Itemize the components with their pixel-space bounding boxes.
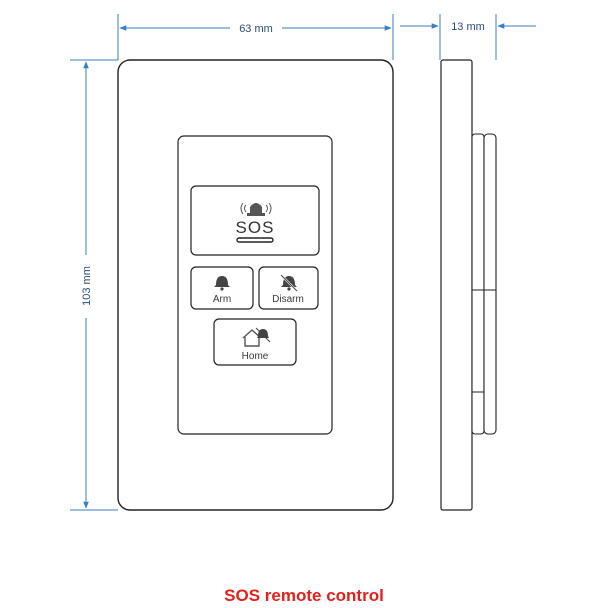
home-label: Home [242,351,269,362]
height-label: 103 mm [81,266,93,306]
width-dimension: 63 mm [117,14,394,60]
depth-label: 13 mm [451,21,485,33]
caption-title: SOS remote control [224,586,384,605]
sos-button[interactable]: SOS [190,185,320,256]
side-button-cap [483,133,497,435]
arm-label: Arm [213,294,231,305]
bell-off-icon [280,274,298,292]
disarm-label: Disarm [272,294,304,305]
height-dimension: 103 mm [70,59,118,511]
side-plate [440,59,473,511]
side-device-body [471,133,485,435]
disarm-button[interactable]: Disarm [258,266,319,310]
home-button[interactable]: Home [213,318,297,366]
front-view: SOS Arm Disarm [117,59,394,511]
arm-button[interactable]: Arm [190,266,254,310]
sos-label: SOS [236,218,275,237]
alarm-siren-icon [240,202,272,216]
side-view [440,59,497,511]
width-label: 63 mm [239,23,273,35]
depth-dimension: 13 mm [400,14,536,60]
sos-indicator-light [236,237,274,243]
home-bell-icon [242,327,271,347]
bell-icon [214,276,230,291]
